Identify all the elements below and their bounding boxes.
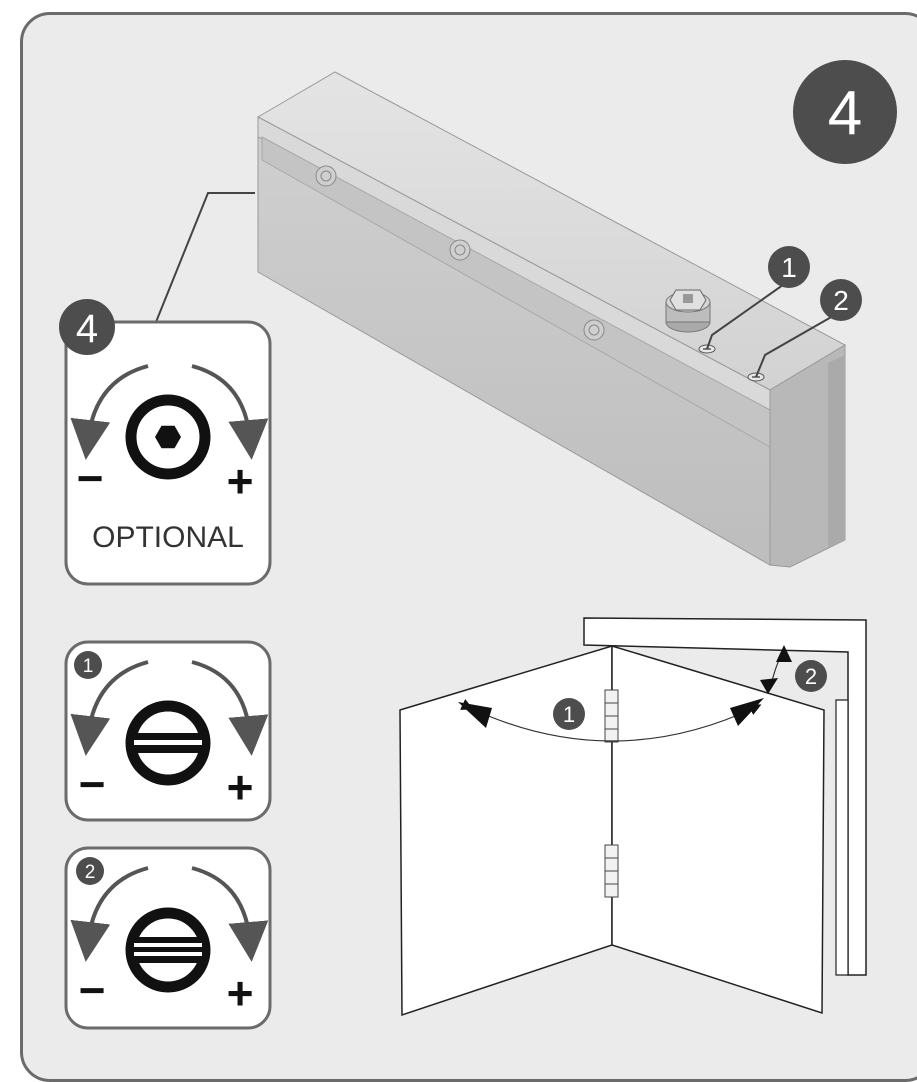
minus-label: − — [77, 452, 104, 504]
minus-label: − — [79, 758, 106, 810]
step-badge: 4 — [793, 60, 897, 164]
door-frame — [583, 617, 867, 976]
plus-label: + — [227, 455, 254, 507]
panel-badge-2: 2 — [85, 862, 96, 883]
adjust-panel-valve-2: − + 2 — [64, 846, 272, 1030]
panel-badge-1: 1 — [83, 656, 94, 677]
closer-callout-1: 1 — [768, 246, 810, 288]
plus-label: + — [227, 761, 254, 813]
mounting-screw — [583, 319, 605, 341]
svg-text:1: 1 — [563, 702, 575, 727]
closing-arc-1 — [460, 699, 762, 742]
curved-arrows — [70, 364, 269, 460]
hinge — [604, 689, 619, 743]
door-callout-2: 2 — [795, 660, 827, 692]
door-callout-1: 1 — [553, 698, 585, 730]
optional-caption: OPTIONAL — [92, 521, 244, 554]
step-number: 4 — [828, 79, 862, 148]
slot-screw-single-icon — [125, 700, 211, 786]
door-left-leaf — [399, 644, 613, 1017]
panel-badge-optional: 4 — [59, 299, 115, 355]
door-closer-body — [256, 71, 847, 568]
svg-text:2: 2 — [833, 285, 849, 316]
slot-screw-double-icon — [125, 907, 211, 993]
optional-leader-line — [155, 192, 255, 323]
adjust-panel-optional: − + OPTIONAL — [64, 320, 272, 586]
svg-text:2: 2 — [805, 664, 817, 689]
plus-label: + — [227, 967, 254, 1019]
hinge — [604, 844, 619, 898]
closer-callout-2: 2 — [820, 279, 862, 321]
hex-screw-icon — [125, 394, 211, 480]
door-right-leaf — [611, 644, 825, 1015]
adjust-panel-valve-1: − + 1 — [64, 640, 272, 822]
svg-text:1: 1 — [781, 252, 797, 283]
minus-label: − — [79, 964, 106, 1016]
svg-text:4: 4 — [76, 307, 98, 351]
mounting-screw — [449, 239, 471, 261]
spindle-nut — [665, 289, 711, 333]
mounting-screw — [315, 165, 337, 187]
